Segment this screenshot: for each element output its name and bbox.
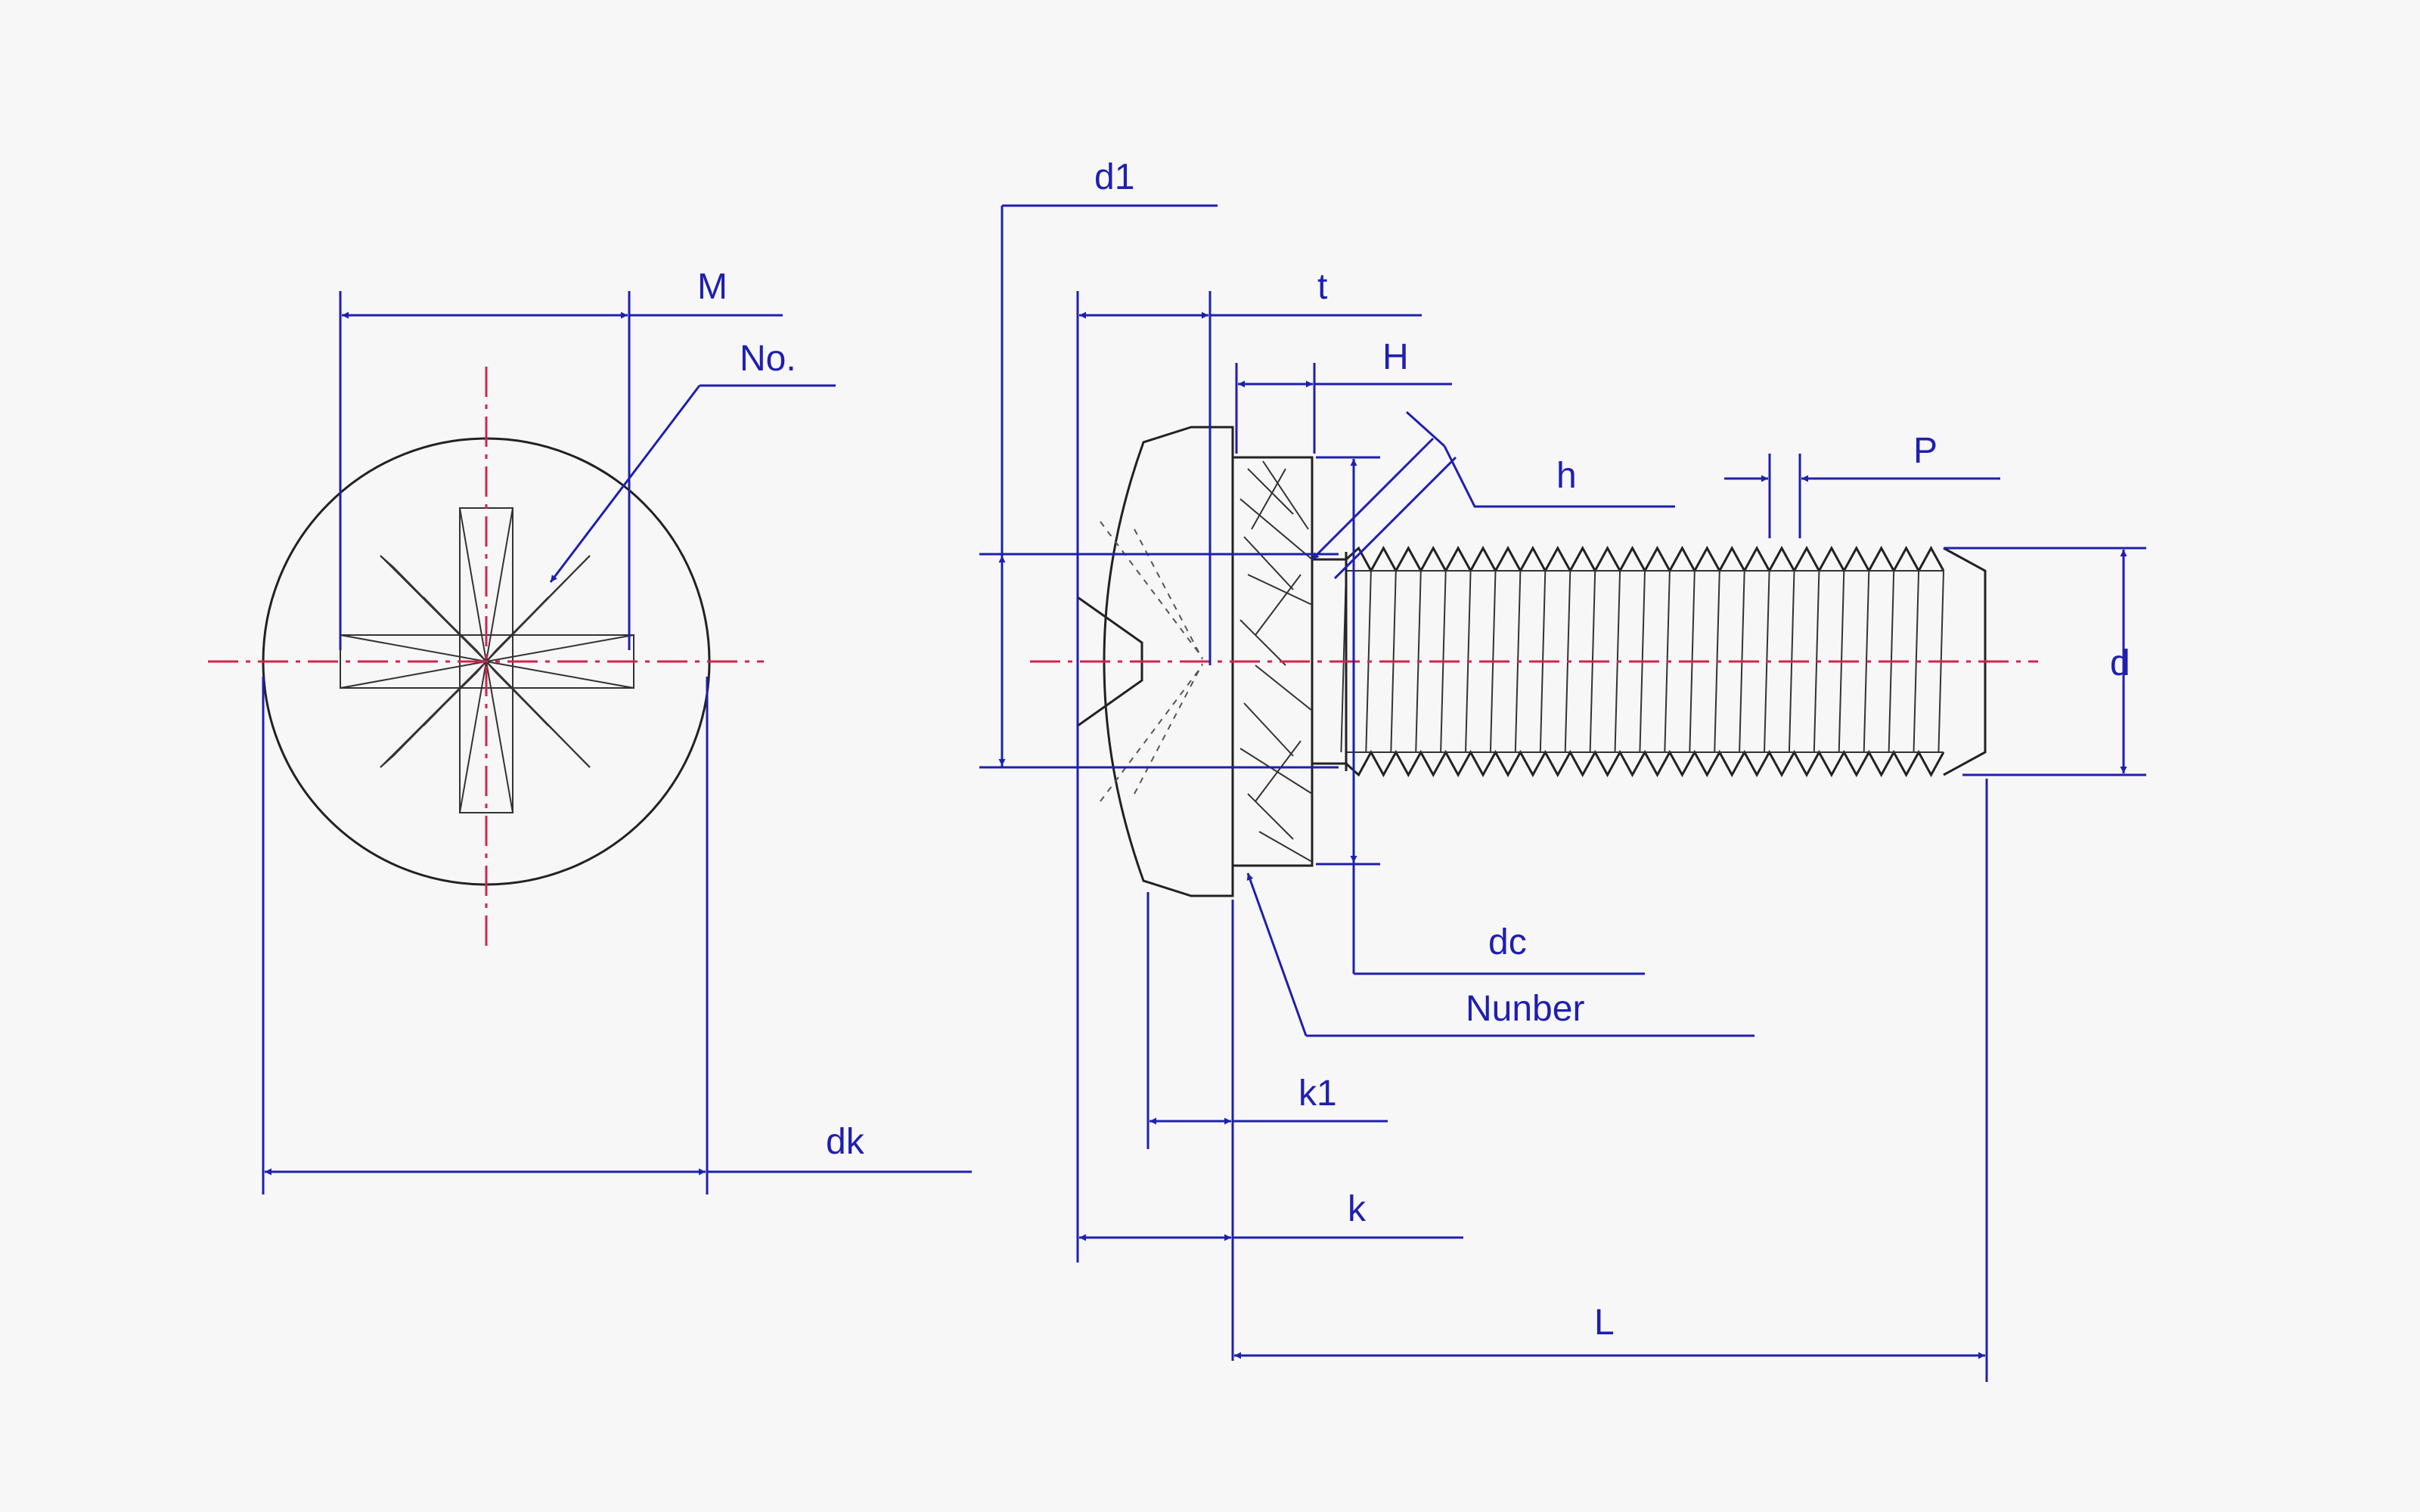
dimension-dk: dk xyxy=(262,677,972,1194)
head-profile xyxy=(1103,426,1234,897)
front-view xyxy=(208,367,764,953)
leader-No: No. xyxy=(549,339,836,583)
side-view xyxy=(1030,426,2038,897)
label-dc: dc xyxy=(1488,922,1527,962)
leader-Number: Nunber xyxy=(1246,872,1754,1037)
washer-teeth xyxy=(1239,460,1313,863)
label-H: H xyxy=(1382,337,1409,377)
label-t: t xyxy=(1317,267,1327,307)
dimension-M: M xyxy=(339,267,783,650)
dimension-k1: k1 xyxy=(1146,892,1388,1361)
recess-hidden-lines xyxy=(1100,521,1203,802)
label-M: M xyxy=(697,267,728,307)
dimension-t: t xyxy=(1076,267,1422,1263)
dimension-h: h xyxy=(1311,411,1675,580)
label-k: k xyxy=(1348,1189,1367,1229)
label-No: No. xyxy=(740,339,796,379)
label-d1: d1 xyxy=(1094,157,1134,197)
label-L: L xyxy=(1594,1303,1615,1343)
label-dk: dk xyxy=(826,1122,865,1162)
thread-crest-bottom xyxy=(1345,749,1945,778)
dimension-H: H xyxy=(1235,337,1452,454)
dimension-P: P xyxy=(1724,431,2000,538)
label-Number: Nunber xyxy=(1466,989,1584,1029)
thread-line xyxy=(1913,570,1920,753)
label-P: P xyxy=(1913,431,1938,471)
dimension-dc: dc xyxy=(1316,456,1645,975)
label-k1: k1 xyxy=(1298,1074,1337,1114)
dimension-L: L xyxy=(1234,779,1988,1382)
dimension-d1: d1 xyxy=(979,157,1339,769)
dimension-k: k xyxy=(1079,1189,1463,1241)
label-h: h xyxy=(1556,456,1577,496)
thread-crest-top xyxy=(1345,545,1945,574)
dimension-d: d xyxy=(1944,547,2146,776)
label-d: d xyxy=(2110,643,2130,683)
